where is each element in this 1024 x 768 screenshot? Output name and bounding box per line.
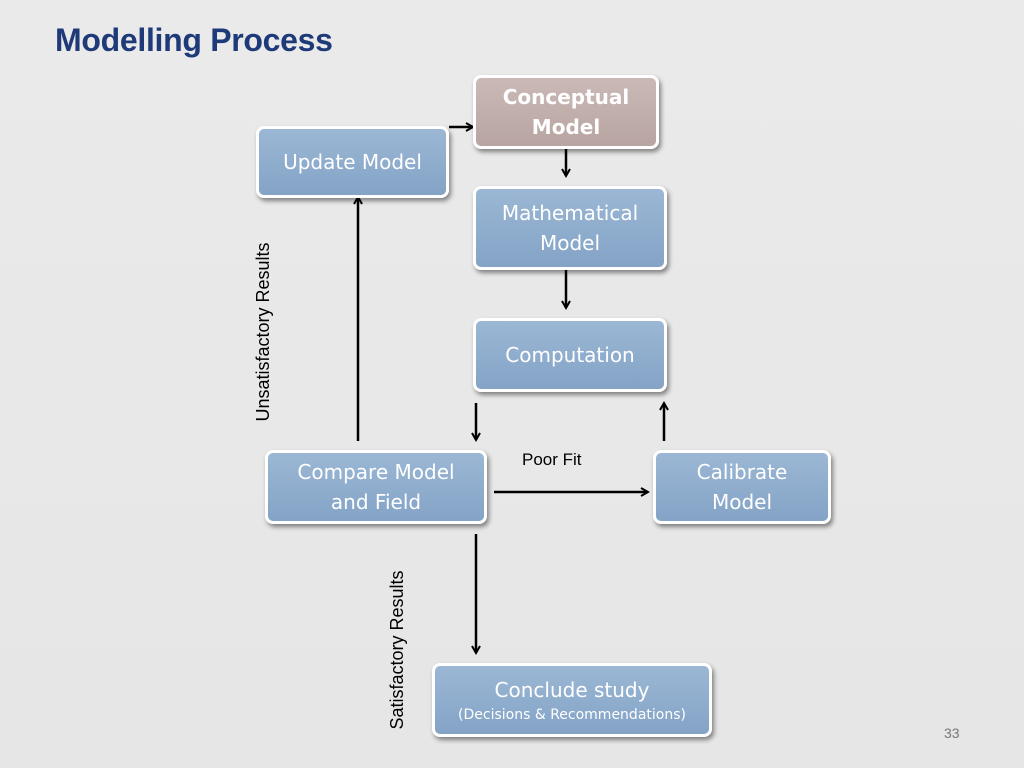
edge-label-poor-fit: Poor Fit (522, 450, 582, 469)
node-mathematical-line2: Model (539, 231, 601, 255)
page-number: 33 (944, 725, 960, 741)
node-computation-line1: Computation (505, 343, 635, 367)
node-conceptual-line2: Model (531, 115, 601, 139)
node-update-line1: Update Model (283, 150, 422, 174)
node-computation: Computation (473, 318, 667, 392)
node-update-model: Update Model (256, 126, 449, 198)
node-compare-line1: Compare Model (297, 460, 455, 484)
node-conclude-line2: (Decisions & Recommendations) (458, 707, 686, 723)
node-mathematical-model: Mathematical Model (473, 186, 667, 270)
node-calibrate-line1: Calibrate (696, 460, 788, 484)
node-conclude-study: Conclude study (Decisions & Recommendati… (432, 663, 712, 737)
node-calibrate-line2: Model (711, 490, 773, 514)
edge-label-unsatisfactory: Unsatisfactory Results (253, 242, 273, 422)
edge-label-satisfactory: Satisfactory Results (387, 570, 407, 730)
node-conclude-line1: Conclude study (494, 678, 650, 702)
node-conceptual-model: Conceptual Model (473, 75, 659, 149)
node-mathematical-line1: Mathematical (501, 201, 639, 225)
node-compare-model-field: Compare Model and Field (265, 450, 487, 524)
node-conceptual-line1: Conceptual (502, 85, 630, 109)
node-calibrate-model: Calibrate Model (653, 450, 831, 524)
slide-title: Modelling Process (55, 22, 333, 58)
node-compare-line2: and Field (330, 490, 422, 514)
